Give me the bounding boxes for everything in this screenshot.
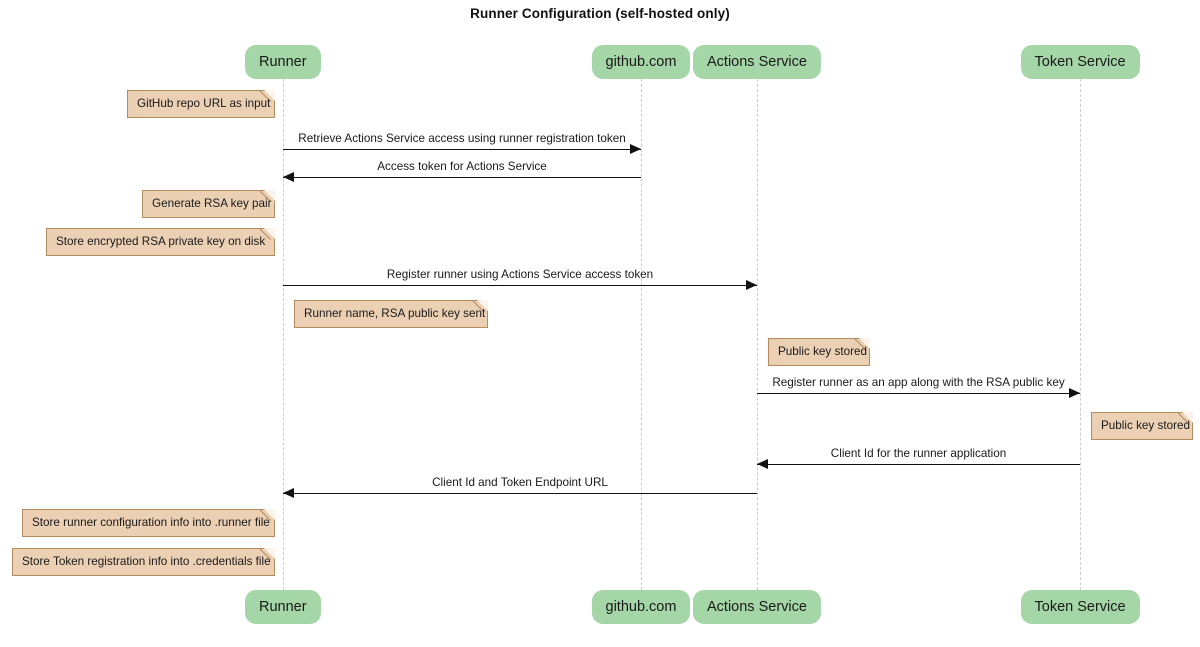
participant-label: github.com <box>605 54 677 70</box>
participant-github-bottom[interactable]: github.com <box>591 590 691 624</box>
note-fold-corner-icon <box>1182 412 1193 423</box>
message-label-m3: Register runner using Actions Service ac… <box>386 268 654 281</box>
message-label-m6: Client Id and Token Endpoint URL <box>432 476 608 489</box>
participant-github-top[interactable]: github.com <box>591 45 691 79</box>
note-n4: Runner name, RSA public key sent <box>294 300 488 328</box>
note-label: Store Token registration info into .cred… <box>22 555 271 568</box>
note-n6: Public key stored <box>1091 412 1193 440</box>
participant-actions-bottom[interactable]: Actions Service <box>693 590 821 624</box>
note-fold-corner-icon <box>264 190 275 201</box>
message-label-m2: Access token for Actions Service <box>377 160 547 173</box>
note-fold-corner-icon <box>264 548 275 559</box>
note-label: Runner name, RSA public key sent <box>304 307 486 320</box>
note-n2: Generate RSA key pair <box>142 190 275 218</box>
message-line-m2 <box>283 177 641 178</box>
note-n1: GitHub repo URL as input <box>127 90 275 118</box>
note-label: Generate RSA key pair <box>152 197 272 210</box>
note-fold-corner-icon <box>477 300 488 311</box>
arrow-head-right-icon <box>746 280 757 290</box>
participant-label: Token Service <box>1034 599 1126 615</box>
note-label: GitHub repo URL as input <box>137 97 271 110</box>
message-line-m6 <box>283 493 757 494</box>
note-fold-corner-icon <box>859 338 870 349</box>
arrow-head-left-icon <box>283 172 294 182</box>
note-n8: Store Token registration info into .cred… <box>12 548 275 576</box>
note-fold-corner-icon <box>264 228 275 239</box>
lifeline-token <box>1080 79 1081 590</box>
message-line-m1 <box>283 149 641 150</box>
participant-actions-top[interactable]: Actions Service <box>693 45 821 79</box>
participant-label: Token Service <box>1034 54 1126 70</box>
participant-label: Runner <box>259 599 307 615</box>
message-line-m5 <box>757 464 1080 465</box>
arrow-head-left-icon <box>757 459 768 469</box>
lifeline-github <box>641 79 642 590</box>
participant-label: github.com <box>605 599 677 615</box>
participant-label: Actions Service <box>707 599 807 615</box>
message-label-m5: Client Id for the runner application <box>830 447 1007 460</box>
note-n7: Store runner configuration info into .ru… <box>22 509 275 537</box>
arrow-head-right-icon <box>630 144 641 154</box>
note-n3: Store encrypted RSA private key on disk <box>46 228 275 256</box>
lifeline-actions <box>757 79 758 590</box>
message-line-m4 <box>757 393 1080 394</box>
note-label: Public key stored <box>778 345 867 358</box>
page-title: Runner Configuration (self-hosted only) <box>470 6 730 21</box>
note-fold-corner-icon <box>264 90 275 101</box>
participant-runner-top[interactable]: Runner <box>245 45 321 79</box>
participant-token-bottom[interactable]: Token Service <box>1020 590 1140 624</box>
lifeline-runner <box>283 79 284 590</box>
participant-label: Runner <box>259 54 307 70</box>
note-label: Store encrypted RSA private key on disk <box>56 235 266 248</box>
message-label-m1: Retrieve Actions Service access using ru… <box>298 132 626 145</box>
participant-token-top[interactable]: Token Service <box>1020 45 1140 79</box>
note-label: Public key stored <box>1101 419 1190 432</box>
arrow-head-left-icon <box>283 488 294 498</box>
note-fold-corner-icon <box>264 509 275 520</box>
arrow-head-right-icon <box>1069 388 1080 398</box>
message-line-m3 <box>283 285 757 286</box>
note-label: Store runner configuration info into .ru… <box>32 516 270 529</box>
participant-runner-bottom[interactable]: Runner <box>245 590 321 624</box>
message-label-m4: Register runner as an app along with the… <box>772 376 1065 389</box>
note-n5: Public key stored <box>768 338 870 366</box>
participant-label: Actions Service <box>707 54 807 70</box>
